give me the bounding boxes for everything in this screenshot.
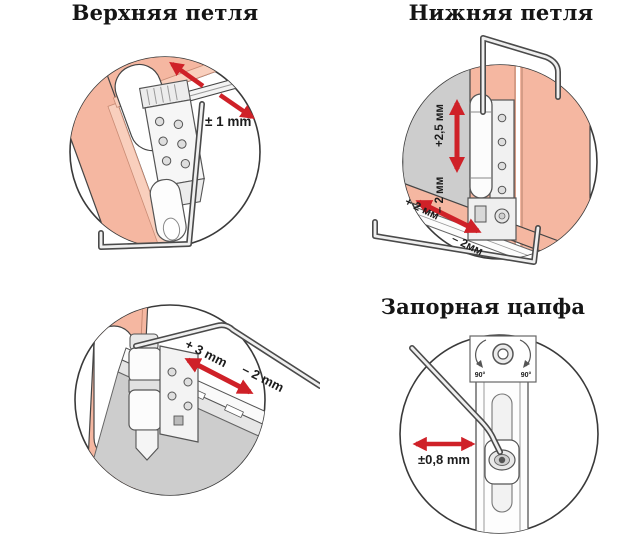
locking-cam-illustration: 90° 90° ±0,8 mm (399, 334, 599, 534)
frame-corner (70, 57, 260, 247)
adjustment-arrow-icon (184, 357, 254, 395)
cam-rotation-inset: 90° 90° (469, 335, 537, 383)
allen-key-icon (98, 101, 205, 250)
allen-key-top-icon (480, 35, 561, 115)
adjustment-arrow-up-icon (169, 61, 205, 88)
rotation-left-label: 90° (475, 371, 486, 379)
allen-key-icon (409, 345, 503, 455)
side-hinge-illustration: + 3 mm – 2 mm (74, 304, 320, 496)
lower-hinge-title: Нижняя петля (408, 0, 594, 25)
allen-key-bottom-icon (372, 219, 541, 265)
upper-hinge-illustration: ± 1 mm (69, 56, 261, 250)
upper-hinge-adjustment-label: ± 1 mm (205, 114, 251, 129)
allen-key-icon (133, 322, 320, 389)
lower-hinge-hardware (467, 93, 517, 241)
locking-cam-title: Запорная цапфа (380, 294, 586, 319)
rotation-right-label: 90° (521, 371, 532, 379)
upper-hinge-title: Верхняя петля (71, 0, 259, 25)
locking-cam-hardware (484, 439, 520, 485)
lateral-adjustment-arrow-icon (415, 199, 482, 234)
vertical-plus-label: +2,5 мм (434, 104, 446, 147)
adjustment-arrow-down-icon (218, 93, 255, 120)
edge-notch (224, 403, 244, 419)
vertical-minus-label: – 2 мм (434, 177, 446, 213)
upper-hinge-hardware (138, 79, 205, 242)
cam-adjustment-label: ±0,8 mm (418, 452, 470, 467)
lower-hinge-illustration: +2,5 мм – 2 мм + 2 мм – 2мм (372, 35, 598, 265)
